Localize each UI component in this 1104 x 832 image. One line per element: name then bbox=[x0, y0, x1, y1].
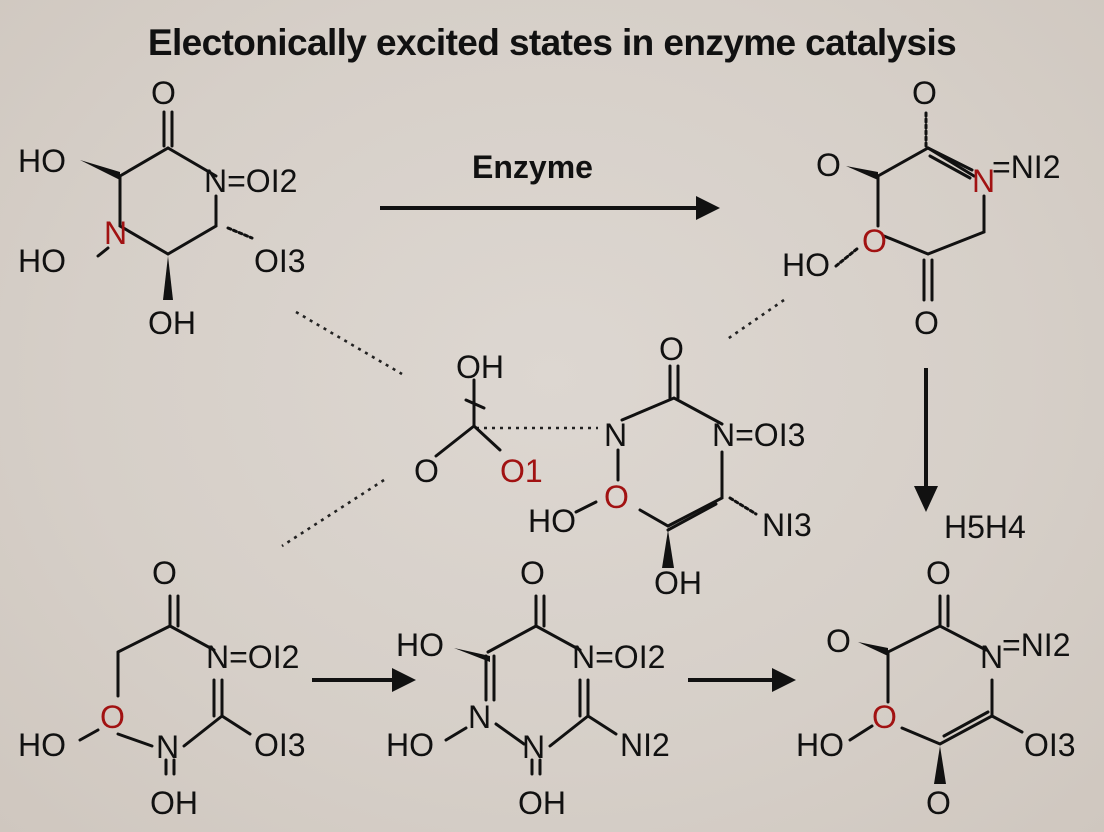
atom-ni3: NI3 bbox=[762, 507, 812, 543]
atom-ho: HO bbox=[396, 627, 444, 663]
wedge-bond bbox=[80, 160, 120, 180]
atom-n: N bbox=[468, 699, 491, 735]
atom-oi3: OI3 bbox=[254, 727, 306, 763]
wedge-bond bbox=[858, 642, 888, 656]
arrow-bottom-2 bbox=[688, 668, 796, 692]
wedge-bond bbox=[662, 530, 674, 568]
atom-o: O bbox=[816, 147, 841, 183]
atom-oh: OH bbox=[456, 349, 504, 385]
wedge-bond bbox=[454, 648, 490, 662]
atom-n: N bbox=[972, 163, 995, 199]
molecule-bottom-left: O N=OI2 HO O N OI3 OH bbox=[18, 555, 306, 821]
atom-n-oi2: N=OI2 bbox=[572, 639, 665, 675]
atom-oi3: OI3 bbox=[1024, 727, 1076, 763]
atom-ho: HO bbox=[796, 727, 844, 763]
atom-ho: HO bbox=[18, 727, 66, 763]
down-arrow: H5H4 bbox=[914, 368, 1026, 545]
atom-o: O bbox=[152, 555, 177, 591]
molecule-bottom-right: O O N =NI2 HO O OI3 O bbox=[796, 555, 1076, 821]
atom-n: N bbox=[522, 729, 545, 765]
atom-n-oi2: N=OI2 bbox=[204, 163, 297, 199]
atom-o: O bbox=[912, 75, 937, 111]
atom-oh: OH bbox=[518, 785, 566, 821]
atom-oi3: OI3 bbox=[254, 243, 306, 279]
arrow-bottom-1 bbox=[312, 668, 416, 692]
arrowhead bbox=[696, 196, 720, 220]
atom-n: N bbox=[604, 417, 627, 453]
atom-o: O bbox=[414, 453, 439, 489]
atom-o-ring: O bbox=[604, 479, 629, 515]
molecule-bottom-middle: O HO N=OI2 HO N N NI2 OH bbox=[386, 555, 670, 821]
atom-o: O bbox=[659, 331, 684, 367]
enzyme-label: Enzyme bbox=[472, 149, 593, 185]
wedge-bond bbox=[934, 746, 946, 784]
enzyme-arrow: Enzyme bbox=[380, 149, 720, 220]
atom-o: O bbox=[520, 555, 545, 591]
atom-ho: HO bbox=[528, 503, 576, 539]
atom-n: N bbox=[980, 639, 1003, 675]
atom-o: O bbox=[926, 785, 951, 821]
atom-o-ring: O bbox=[100, 699, 125, 735]
product-formula: H5H4 bbox=[944, 509, 1026, 545]
atom-ni2: =NI2 bbox=[992, 149, 1060, 185]
atom-n-oi2: N=OI2 bbox=[206, 639, 299, 675]
dotted-line bbox=[725, 298, 785, 342]
atom-ho: HO bbox=[18, 243, 66, 279]
molecule-center: OH O O1 O N N=OI3 HO O NI3 OH bbox=[414, 331, 812, 601]
atom-ho: HO bbox=[18, 143, 66, 179]
interaction-lines bbox=[281, 298, 785, 548]
atom-o1: O1 bbox=[500, 453, 543, 489]
arrowhead bbox=[914, 486, 938, 512]
arrowhead bbox=[772, 668, 796, 692]
molecule-top-right: O O N =NI2 HO O O bbox=[782, 75, 1060, 341]
atom-oh: OH bbox=[654, 565, 702, 601]
wedge-bond bbox=[163, 256, 173, 300]
atom-o: O bbox=[914, 305, 939, 341]
atom-n-oi3: N=OI3 bbox=[712, 417, 805, 453]
atom-o: O bbox=[926, 555, 951, 591]
wedge-bond bbox=[846, 166, 878, 180]
atom-o: O bbox=[151, 75, 176, 111]
dotted-line bbox=[295, 310, 403, 376]
atom-n: N bbox=[156, 729, 179, 765]
dotted-line bbox=[281, 478, 385, 548]
atom-oh: OH bbox=[148, 305, 196, 341]
atom-o: O bbox=[826, 623, 851, 659]
arrowhead bbox=[392, 668, 416, 692]
diagram-title: Electonically excited states in enzyme c… bbox=[147, 22, 957, 63]
atom-o-ring: O bbox=[872, 699, 897, 735]
molecule-top-left: O HO N=OI2 HO N OI3 OH bbox=[18, 75, 306, 341]
atom-ni2: =NI2 bbox=[1002, 627, 1070, 663]
atom-ni2: NI2 bbox=[620, 727, 670, 763]
atom-o-ring: O bbox=[862, 223, 887, 259]
atom-ho: HO bbox=[386, 727, 434, 763]
atom-ho: HO bbox=[782, 247, 830, 283]
atom-n: N bbox=[104, 215, 127, 251]
atom-oh: OH bbox=[150, 785, 198, 821]
